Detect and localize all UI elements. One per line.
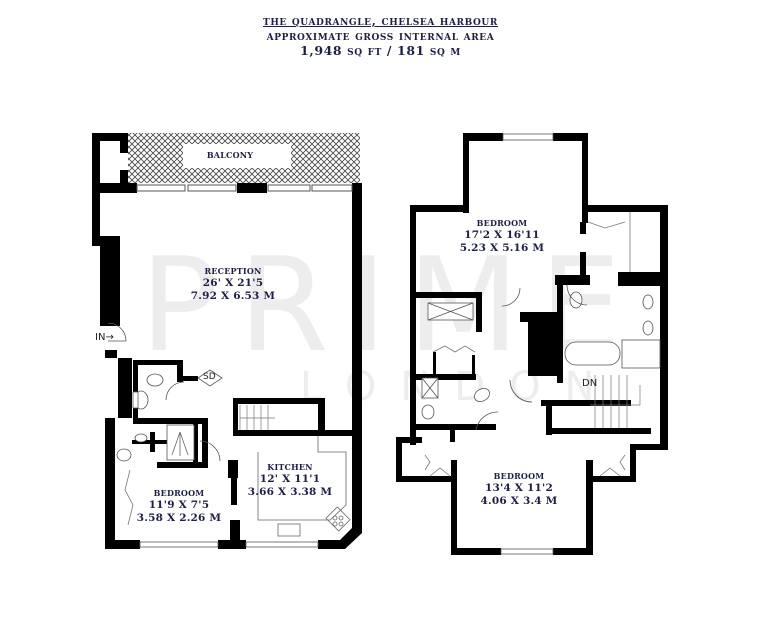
room-metric: 3.66 X 3.38 M	[247, 486, 333, 498]
room-kitchen: Kitchen 12' X 11'1 3.66 X 3.38 M	[248, 460, 332, 499]
room-metric: 5.23 X 5.16 M	[459, 242, 545, 254]
room-metric: 7.92 X 6.53 M	[190, 290, 276, 302]
area-subtitle: Approximate Gross Internal Area	[266, 28, 495, 43]
room-name: Kitchen	[267, 459, 313, 473]
arrow-right-icon: →	[105, 332, 114, 343]
room-metric: 4.06 X 3.4 M	[480, 495, 558, 507]
room-imperial: 12' X 11'1	[259, 473, 321, 485]
title-block: The Quadrangle, Chelsea Harbour Approxim…	[0, 13, 761, 58]
room-bedroom-main: Bedroom 17'2 X 16'11 5.23 X 5.16 M	[460, 216, 544, 255]
room-bedroom-second: Bedroom 13'4 X 11'2 4.06 X 3.4 M	[481, 469, 558, 508]
ground-floor-plan	[92, 133, 362, 549]
area-value: 1,948 sq ft / 181 sq m	[300, 43, 461, 58]
room-name: Bedroom	[493, 468, 545, 482]
room-bedroom-ground: Bedroom 11'9 X 7'5 3.58 X 2.26 M	[137, 486, 221, 525]
room-imperial: 11'9 X 7'5	[148, 499, 210, 511]
stairs-down-tag: DN	[582, 378, 598, 389]
room-name: Bedroom	[476, 215, 528, 229]
room-imperial: 26' X 21'5	[202, 277, 264, 289]
balcony-label: Balcony	[206, 147, 254, 161]
first-floor-plan	[396, 133, 668, 555]
room-imperial: 13'4 X 11'2	[485, 482, 553, 494]
room-reception: Reception 26' X 21'5 7.92 X 6.53 M	[191, 264, 275, 303]
room-name: Reception	[204, 263, 262, 277]
storage-tag: SD	[203, 372, 216, 382]
entrance-tag: IN→	[95, 332, 114, 343]
room-imperial: 17'2 X 16'11	[464, 229, 540, 241]
property-title: The Quadrangle, Chelsea Harbour	[263, 13, 498, 28]
room-name: Bedroom	[153, 485, 205, 499]
room-metric: 3.58 X 2.26 M	[136, 512, 222, 524]
